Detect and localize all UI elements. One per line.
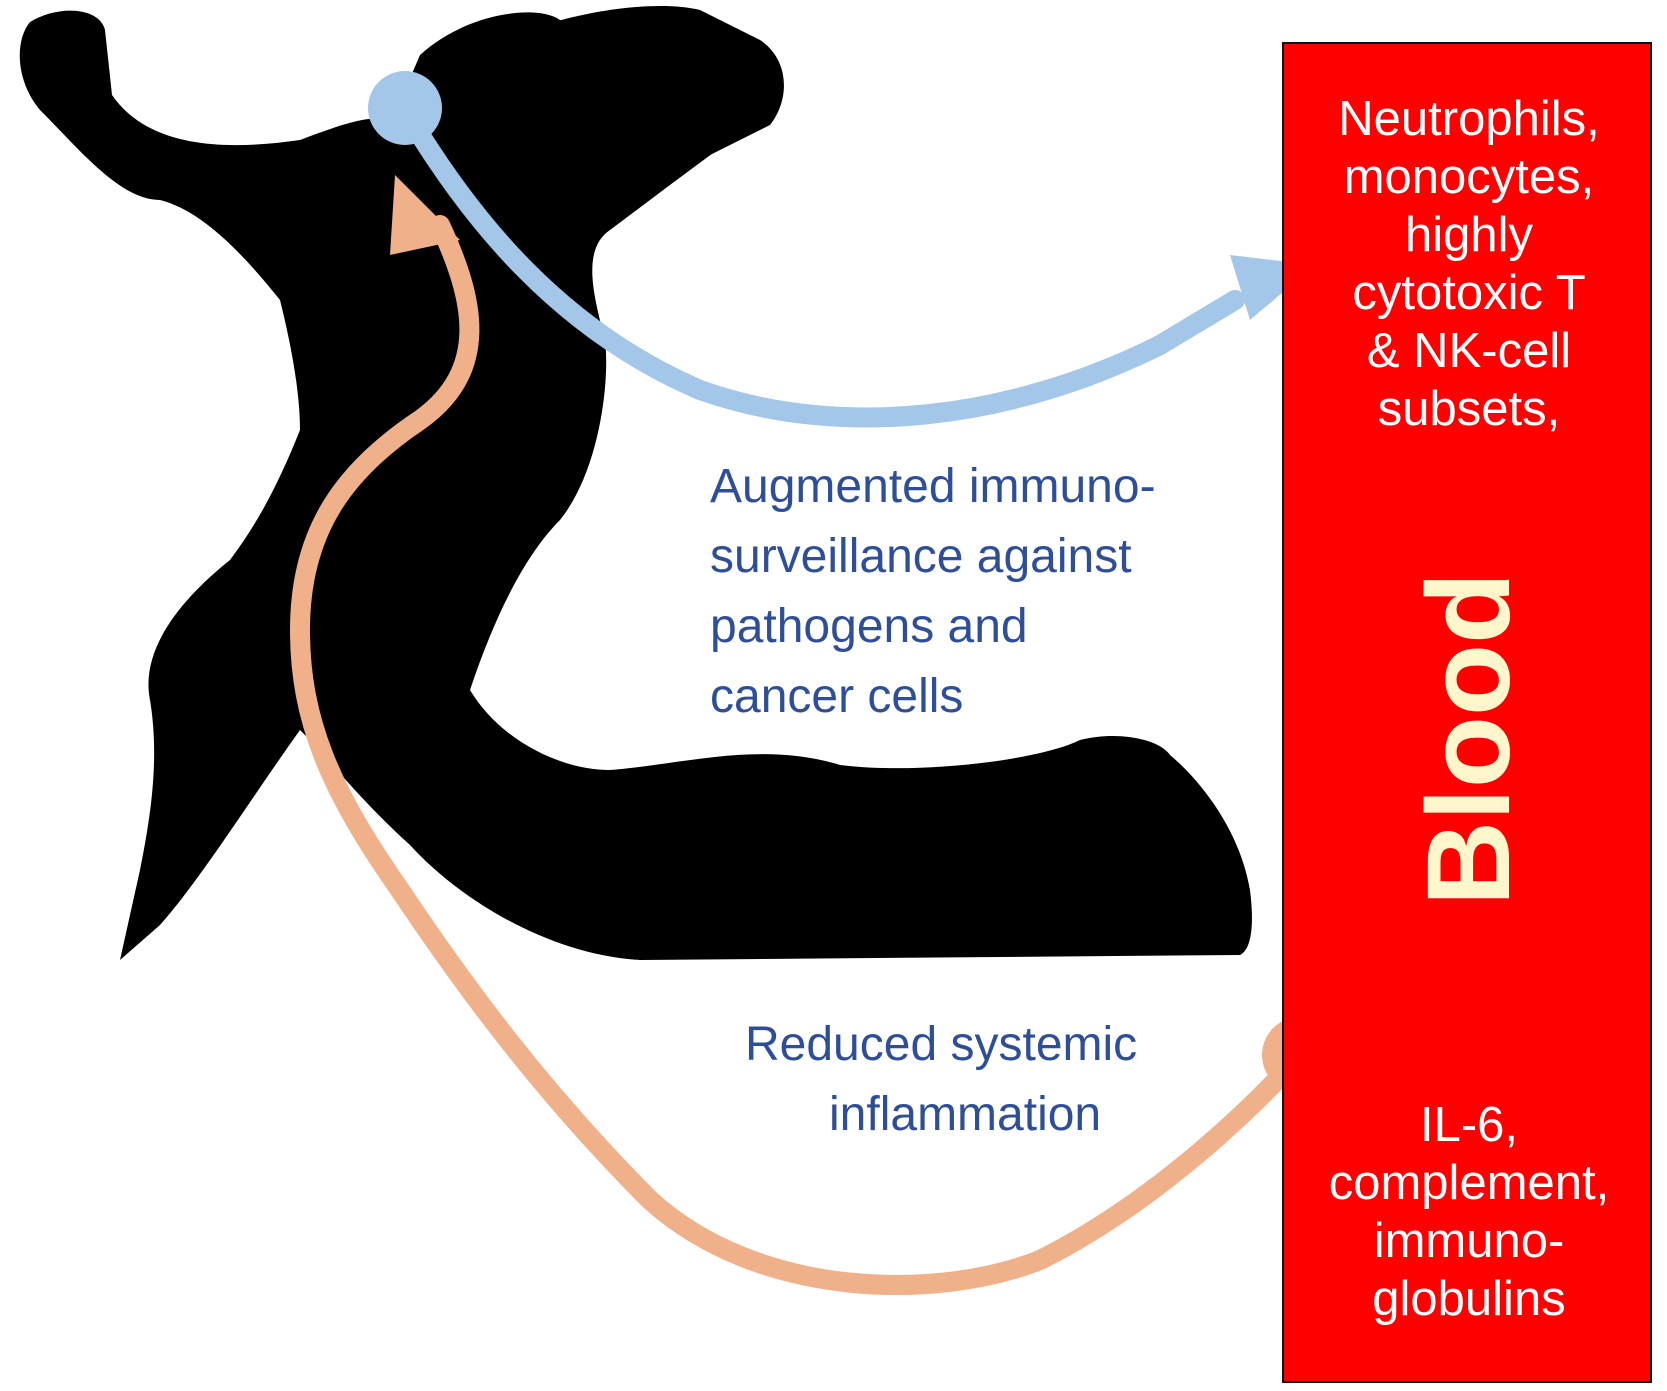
- label-line: Augmented immuno-: [710, 460, 1156, 513]
- inflammation-markers-list: IL-6, complement, immuno- globulins: [1302, 1096, 1636, 1328]
- cell-types-line: & NK-cell: [1366, 324, 1572, 378]
- cell-types-list: Neutrophils, monocytes, highly cytotoxic…: [1302, 90, 1636, 438]
- blood-title: Blood: [1403, 571, 1535, 907]
- cell-types-line: cytotoxic T: [1352, 266, 1586, 320]
- label-line: inflammation: [829, 1088, 1102, 1141]
- marker-line: immuno-: [1373, 1214, 1565, 1268]
- augmented-immunosurveillance-label: Augmented immuno- surveillance against p…: [710, 452, 1156, 732]
- marker-line: globulins: [1372, 1272, 1566, 1326]
- marker-line: complement,: [1328, 1156, 1610, 1210]
- cell-types-line: monocytes,: [1343, 150, 1595, 204]
- runner-silhouette-icon: [19, 5, 1252, 960]
- reduced-inflammation-label: Reduced systemic inflammation: [745, 1010, 1137, 1150]
- cell-types-line: Neutrophils,: [1338, 92, 1600, 146]
- label-line: surveillance against: [710, 530, 1132, 583]
- cell-types-line: subsets,: [1377, 382, 1561, 436]
- cell-types-line: highly: [1404, 208, 1534, 262]
- label-line: Reduced systemic: [745, 1018, 1138, 1071]
- label-line: pathogens and: [710, 600, 1028, 653]
- marker-line: IL-6,: [1419, 1098, 1519, 1152]
- blood-panel: Neutrophils, monocytes, highly cytotoxic…: [1282, 42, 1652, 1383]
- label-line: cancer cells: [710, 670, 964, 723]
